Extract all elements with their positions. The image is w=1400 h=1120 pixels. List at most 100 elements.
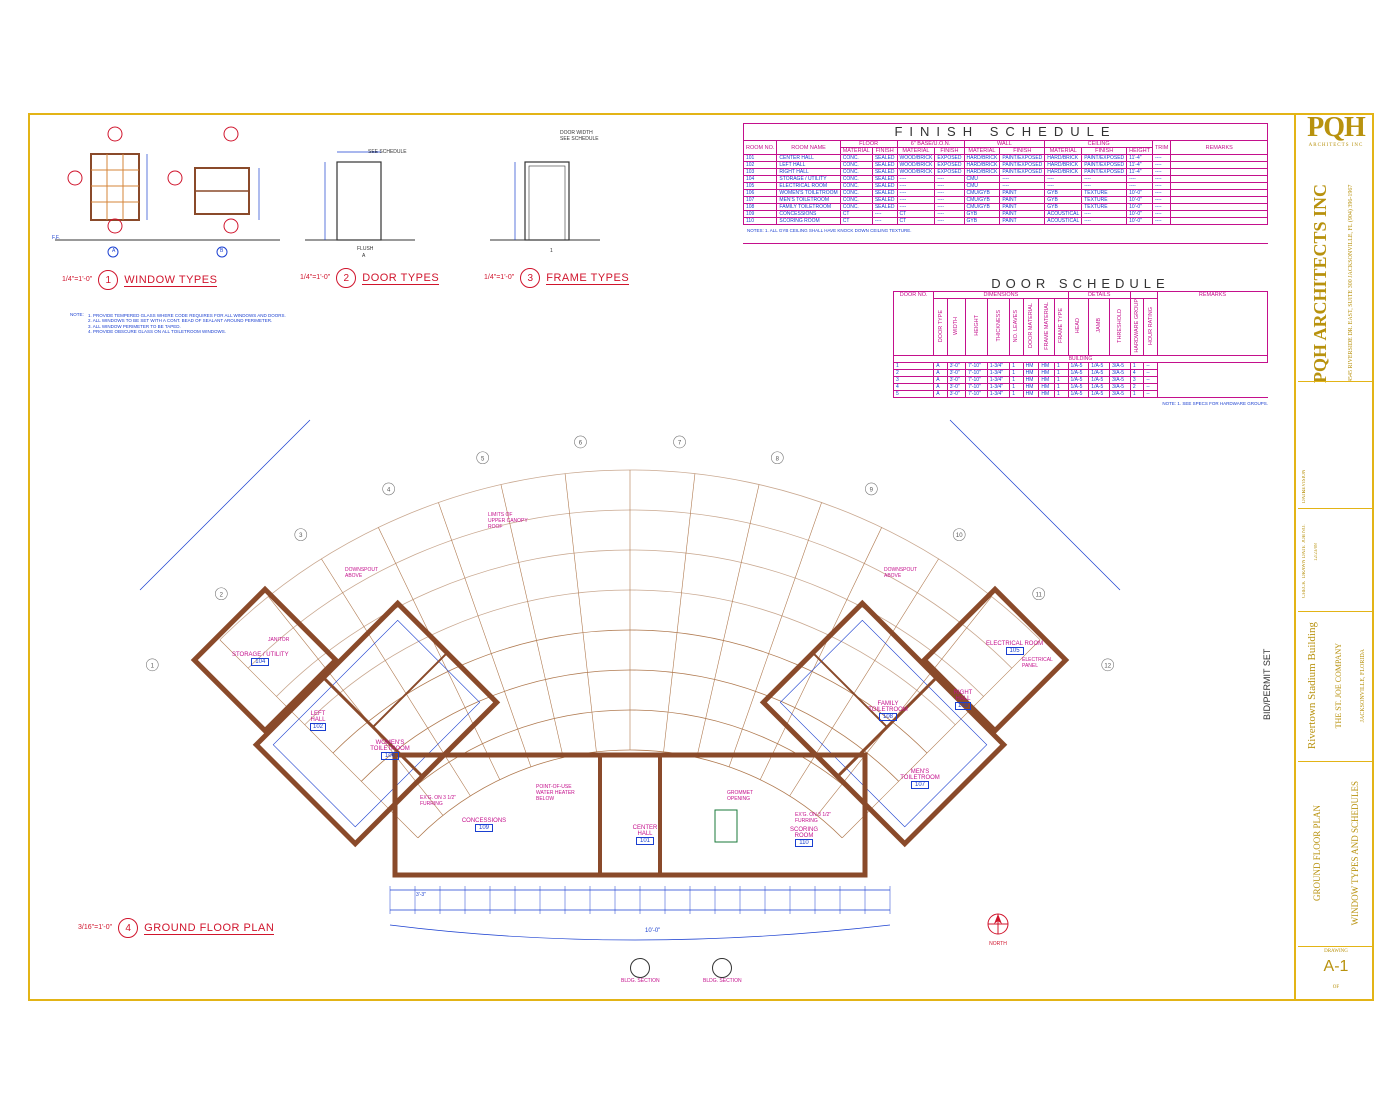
finish-cell: CONC.: [839, 154, 873, 162]
finish-cell: GYB: [963, 210, 1001, 218]
col-door-type: DOOR TYPE: [937, 309, 944, 342]
grid-bubble: [1101, 658, 1115, 672]
finish-cell: ----: [896, 189, 936, 197]
finish-cell: ----: [1151, 168, 1172, 176]
canopy-rafter: [728, 502, 822, 767]
col-frame-material: FRAME MATERIAL: [1043, 301, 1050, 350]
finish-cell: SCORING ROOM: [776, 217, 841, 225]
finish-cell: CONC.: [839, 175, 873, 183]
finish-cell: ----: [1081, 182, 1128, 190]
finish-cell: HARD/BRICK: [963, 168, 1001, 176]
finish-schedule-title: FINISH SCHEDULE: [743, 123, 1268, 140]
finish-cell: WOOD/BRICK: [896, 154, 936, 162]
finish-schedule-table: ROOM NO. ROOM NAME FLOOR 6" BASE/U.O.N. …: [742, 140, 1268, 225]
finish-cell: 106: [742, 189, 778, 197]
finish-remarks-cell: [1170, 154, 1268, 162]
finish-remarks-cell: [1170, 210, 1268, 218]
finish-cell: 10'-0": [1126, 217, 1153, 225]
room-tag-electrical: ELECTRICAL ROOM 105: [986, 641, 1044, 655]
finish-cell: ----: [1081, 217, 1128, 225]
finish-cell: 103: [742, 168, 778, 176]
finish-cell: CENTER HALL: [776, 154, 841, 162]
room-tag-storage: STORAGE / UTILITY 104: [232, 652, 289, 666]
door-cell: 1/A-5: [1088, 389, 1111, 398]
finish-cell: HARD/BRICK: [1044, 161, 1083, 169]
finish-cell: ----: [934, 182, 965, 190]
project-location: JACKSONVILLE, FLORIDA: [1359, 649, 1366, 723]
sub-finish: FINISH: [871, 147, 898, 155]
finish-cell: 107: [742, 196, 778, 204]
door-cell: 2: [1129, 382, 1145, 391]
finish-cell: CONCESSIONS: [776, 210, 841, 218]
sheet-number: A-1: [1323, 958, 1349, 975]
detail-number-4: 4: [118, 918, 139, 938]
window-types-title: 1/4"=1'-0" 1 WINDOW TYPES: [62, 270, 218, 290]
frame-type-1-tag: 1: [550, 248, 553, 254]
grid-number: 2: [220, 592, 224, 598]
north-arrow: NORTH: [986, 912, 1010, 947]
finish-cell: MEN'S TOILETROOM: [776, 196, 841, 204]
door-cell: 3/A-5: [1109, 361, 1131, 370]
finish-cell: 102: [742, 161, 778, 169]
finish-cell: GYB: [963, 217, 1001, 225]
door-cell: HM: [1038, 361, 1056, 370]
finish-cell: CONC.: [839, 161, 873, 169]
door-cell: 4: [892, 382, 935, 391]
finish-cell: PAINT: [999, 189, 1046, 197]
drawing-label: DRAWING: [1324, 949, 1348, 954]
finish-cell: PAINT/EXPOSED: [999, 161, 1046, 169]
right-wing: [759, 599, 1008, 848]
door-cell: 1: [1053, 382, 1069, 391]
finish-cell: ----: [896, 182, 936, 190]
window-type-a-tag: A: [112, 248, 116, 254]
sub-material: MATERIAL: [896, 147, 936, 155]
finish-cell: 101: [742, 154, 778, 162]
finish-cell: ----: [1151, 217, 1172, 225]
furring-left-label: EX'G. ON 3 1/2" FURRING: [420, 795, 457, 807]
door-cell: 7'-10": [965, 389, 988, 398]
upper-canopy-label: LIMITS OF UPPER CANOPY ROOF: [488, 512, 528, 530]
door-cell: --: [1143, 368, 1158, 377]
finish-cell: EXPOSED: [934, 161, 965, 169]
finish-cell: ----: [871, 210, 898, 218]
finish-cell: 108: [742, 203, 778, 211]
grid-bubble: [476, 451, 489, 465]
door-cell: 1/A-5: [1067, 375, 1090, 384]
finish-cell: 11'-4": [1126, 161, 1153, 169]
finish-cell: ----: [999, 175, 1046, 183]
frame-type-1-drawing: [490, 161, 600, 241]
window-note: 1. PROVIDE TEMPERED GLASS WHERE CODE REQ…: [88, 312, 286, 318]
finish-cell: 10'-0": [1126, 196, 1153, 204]
finish-cell: CMU/GYB: [963, 203, 1001, 211]
detail-drawings: [55, 126, 600, 258]
finish-cell: RIGHT HALL: [776, 168, 841, 176]
finish-cell: SEALED: [871, 154, 898, 162]
finish-remarks-cell: [1170, 161, 1268, 169]
col-door-no: DOOR NO.: [892, 291, 935, 356]
col-threshold: THRESHOLD: [1116, 308, 1123, 343]
door-cell: HM: [1022, 382, 1040, 391]
ground-floor-plan-title: 3/16"=1'-0" 4 GROUND FLOOR PLAN: [78, 918, 275, 938]
sub-finish: FINISH: [934, 147, 965, 155]
door-cell: 1/A-5: [1067, 389, 1090, 398]
frame-types-heading: FRAME TYPES: [546, 271, 630, 285]
sub-material: MATERIAL: [963, 147, 1001, 155]
title-block-divider: [1294, 113, 1296, 1001]
finish-remarks-cell: [1170, 217, 1268, 225]
bid-permit-set-label: BID/PERMIT SET: [1262, 648, 1272, 720]
door-cell: 1/A-5: [1088, 368, 1111, 377]
room-tag-scoring: SCORING ROOM 110: [789, 827, 818, 847]
canopy-rafter: [500, 484, 564, 758]
finish-cell: PAINT: [999, 210, 1046, 218]
drawing-title-1: GROUND FLOOR PLAN: [1312, 805, 1322, 902]
finish-cell: ELECTRICAL ROOM: [776, 182, 841, 190]
grid-number: 11: [1036, 592, 1043, 598]
finish-cell: CONC.: [839, 182, 873, 190]
bldg-section-marker-2: BLDG. SECTION: [703, 958, 742, 984]
canopy-arc: [219, 469, 1041, 641]
